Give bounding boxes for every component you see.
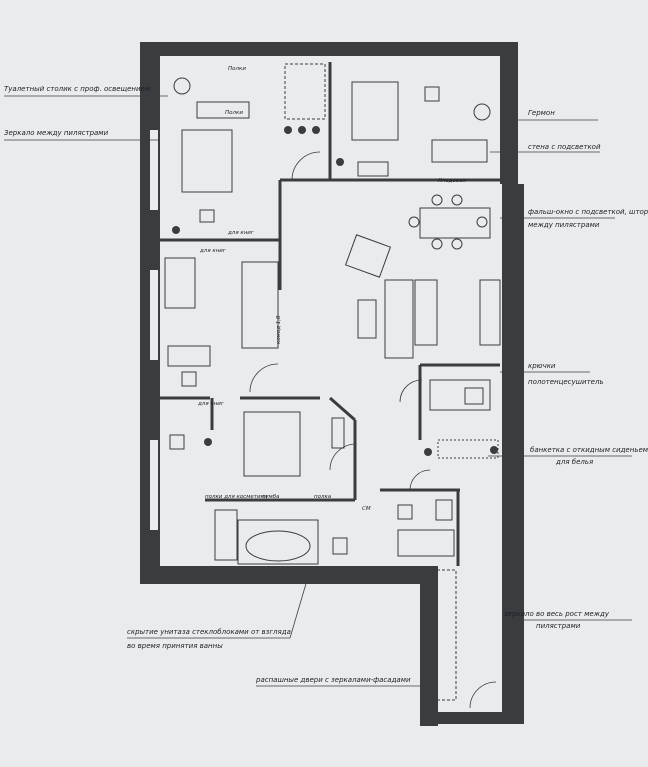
label-bath-shelf: полки для косметики bbox=[205, 494, 268, 500]
sofa-2 bbox=[384, 279, 414, 359]
table-round-1 bbox=[173, 77, 191, 95]
bed-3 bbox=[243, 411, 301, 477]
annotation-vanity: Туалетный столик с проф. освещением bbox=[4, 85, 151, 93]
annotation-mirror-full-2: пилястрами bbox=[536, 622, 581, 630]
annotation-fake-window: фальш-окно с подсветкой, шторами bbox=[528, 208, 648, 216]
label-shelves-2: Полки bbox=[225, 110, 243, 116]
annotation-bench-2: для белья bbox=[555, 458, 593, 466]
label-books-1: для книг bbox=[227, 230, 254, 236]
label-chest: комод 1,8 bbox=[276, 315, 282, 344]
label-wc: СМ bbox=[362, 506, 371, 512]
furniture bbox=[164, 63, 501, 701]
annotation-mirror-full: зеркало во весь рост между bbox=[504, 610, 610, 618]
label-books-2: для книг bbox=[199, 248, 226, 254]
bathtub-frame bbox=[237, 519, 319, 565]
exterior-walls bbox=[140, 42, 524, 726]
annotation-mirror-left: Зеркало между пилястрами bbox=[4, 129, 109, 137]
annotation-glass-blocks-2: во время принятия ванны bbox=[127, 642, 223, 650]
dining-table bbox=[419, 207, 491, 239]
sofa bbox=[241, 261, 279, 349]
bed-2 bbox=[351, 81, 399, 141]
label-shelves-1: Полки bbox=[228, 66, 246, 72]
label-bath-sink: тумба bbox=[262, 494, 280, 500]
kitchen-counter bbox=[414, 279, 438, 346]
annotation-hooks: крючки bbox=[528, 362, 556, 370]
label-books-3: для книг bbox=[197, 401, 224, 407]
label-pantry: Кладовая bbox=[438, 178, 467, 184]
annotation-doors: распашные двери с зеркалами-фасадами bbox=[255, 676, 411, 684]
windows bbox=[150, 130, 158, 530]
bathtub bbox=[245, 530, 311, 562]
annotation-bench: банкетка с откидным сиденьем bbox=[530, 446, 648, 454]
annotation-fake-window-2: между пилястрами bbox=[528, 221, 600, 229]
annotation-geranium: Гермон bbox=[528, 109, 555, 117]
door-swings bbox=[249, 151, 497, 709]
desk-1 bbox=[196, 101, 250, 119]
plants bbox=[172, 126, 498, 456]
interior-walls bbox=[160, 62, 500, 566]
annotation-glass-blocks: скрытие унитаза стеклоблоками от взгляда bbox=[127, 628, 291, 636]
label-bath-cab: полка bbox=[314, 494, 332, 500]
annotation-lit-wall: стена с подсветкой bbox=[528, 143, 601, 151]
leader-lines bbox=[4, 95, 632, 687]
annotation-towel-rail: полотенцесушитель bbox=[528, 378, 604, 386]
bed-1 bbox=[181, 129, 233, 193]
armchair bbox=[344, 234, 392, 278]
